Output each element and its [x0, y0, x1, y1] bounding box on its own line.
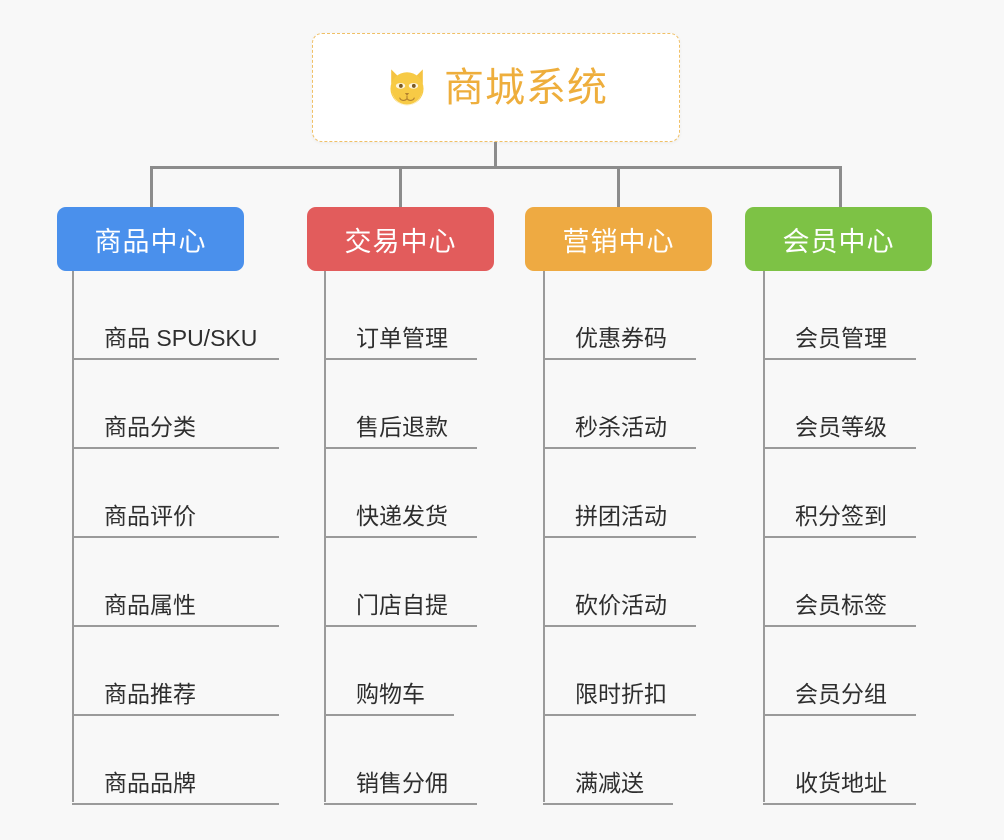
- leaf-label: 订单管理: [356, 325, 448, 352]
- leaf-item[interactable]: 积分签到: [763, 449, 916, 538]
- leaf-label: 会员标签: [795, 592, 887, 619]
- connector-drop-1: [150, 166, 153, 208]
- leaf-label: 砍价活动: [575, 592, 667, 619]
- root-title: 商城系统: [444, 65, 608, 110]
- leaf-label: 优惠券码: [575, 325, 667, 352]
- leaf-label: 商品品牌: [104, 770, 196, 797]
- leaf-item[interactable]: 商品评价: [72, 449, 279, 538]
- leaf-item[interactable]: 秒杀活动: [543, 360, 696, 449]
- leaf-column-member: 会员管理 会员等级 积分签到 会员标签 会员分组 收货地址: [763, 271, 916, 805]
- leaf-label: 商品 SPU/SKU: [104, 325, 258, 352]
- leaf-label: 秒杀活动: [575, 414, 667, 441]
- leaf-item[interactable]: 快递发货: [324, 449, 477, 538]
- leaf-label: 快递发货: [356, 503, 448, 530]
- leaf-item[interactable]: 商品分类: [72, 360, 279, 449]
- leaf-column-product: 商品 SPU/SKU 商品分类 商品评价 商品属性 商品推荐 商品品牌: [72, 271, 279, 805]
- leaf-item[interactable]: 订单管理: [324, 271, 477, 360]
- leaf-label: 购物车: [356, 681, 425, 708]
- leaf-label: 收货地址: [795, 770, 887, 797]
- leaf-label: 商品分类: [104, 414, 196, 441]
- leaf-label: 销售分佣: [356, 770, 448, 797]
- leaf-column-trade: 订单管理 售后退款 快递发货 门店自提 购物车 销售分佣: [324, 271, 477, 805]
- leaf-label: 会员管理: [795, 325, 887, 352]
- leaf-column-marketing: 优惠券码 秒杀活动 拼团活动 砍价活动 限时折扣 满减送: [543, 271, 696, 805]
- leaf-item[interactable]: 会员等级: [763, 360, 916, 449]
- leaf-item[interactable]: 销售分佣: [324, 716, 477, 805]
- leaf-label: 拼团活动: [575, 503, 667, 530]
- connector-drop-4: [839, 166, 842, 208]
- leaf-label: 商品推荐: [104, 681, 196, 708]
- branch-node-trade[interactable]: 交易中心: [307, 207, 494, 271]
- leaf-item[interactable]: 商品 SPU/SKU: [72, 271, 279, 360]
- leaf-item[interactable]: 商品推荐: [72, 627, 279, 716]
- leaf-item[interactable]: 会员标签: [763, 538, 916, 627]
- leaf-label: 积分签到: [795, 503, 887, 530]
- leaf-label: 会员分组: [795, 681, 887, 708]
- branch-label-marketing: 营销中心: [562, 226, 675, 257]
- leaf-item[interactable]: 会员分组: [763, 627, 916, 716]
- connector-drop-3: [617, 166, 620, 208]
- leaf-label: 门店自提: [356, 592, 448, 619]
- leaf-item[interactable]: 拼团活动: [543, 449, 696, 538]
- branch-label-product: 商品中心: [94, 226, 207, 257]
- leaf-label: 满减送: [575, 770, 644, 797]
- leaf-label: 商品评价: [104, 503, 196, 530]
- leaf-item[interactable]: 门店自提: [324, 538, 477, 627]
- leaf-item[interactable]: 商品属性: [72, 538, 279, 627]
- leaf-label: 限时折扣: [575, 681, 667, 708]
- branch-node-member[interactable]: 会员中心: [745, 207, 932, 271]
- leaf-label: 售后退款: [356, 414, 448, 441]
- root-node[interactable]: 商城系统: [312, 33, 680, 142]
- dog-face-icon: [390, 68, 424, 107]
- leaf-item[interactable]: 砍价活动: [543, 538, 696, 627]
- leaf-item[interactable]: 售后退款: [324, 360, 477, 449]
- leaf-label: 商品属性: [104, 592, 196, 619]
- leaf-item[interactable]: 优惠券码: [543, 271, 696, 360]
- leaf-item[interactable]: 收货地址: [763, 716, 916, 805]
- leaf-item[interactable]: 商品品牌: [72, 716, 279, 805]
- branch-node-product[interactable]: 商品中心: [57, 207, 244, 271]
- connector-branch-bar: [150, 166, 842, 169]
- connector-drop-2: [399, 166, 402, 208]
- leaf-item[interactable]: 满减送: [543, 716, 673, 805]
- branch-label-member: 会员中心: [782, 226, 895, 257]
- leaf-item[interactable]: 购物车: [324, 627, 454, 716]
- leaf-label: 会员等级: [795, 414, 887, 441]
- leaf-item[interactable]: 限时折扣: [543, 627, 696, 716]
- branch-node-marketing[interactable]: 营销中心: [525, 207, 712, 271]
- connector-root-stem: [494, 142, 497, 168]
- leaf-item[interactable]: 会员管理: [763, 271, 916, 360]
- branch-label-trade: 交易中心: [344, 226, 457, 257]
